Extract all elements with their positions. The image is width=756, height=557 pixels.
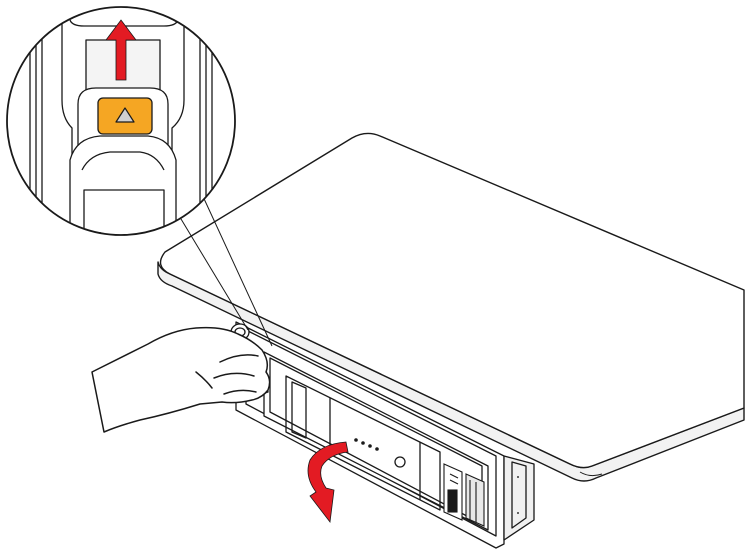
tabletop	[157, 132, 745, 482]
callout-leader	[177, 189, 273, 347]
indicator-dot	[375, 447, 379, 451]
power-button	[394, 456, 406, 468]
indicator-dot	[361, 441, 365, 445]
indicator-dot	[354, 438, 358, 442]
connector-block	[443, 463, 485, 527]
hand	[91, 326, 271, 433]
callout-detail	[6, 6, 236, 236]
rotate-down-arrow-icon	[307, 441, 349, 524]
control-panel	[263, 351, 489, 531]
indicator-lights	[354, 438, 379, 451]
indicator-dot	[368, 444, 372, 448]
pull-up-arrow-icon	[105, 19, 137, 81]
